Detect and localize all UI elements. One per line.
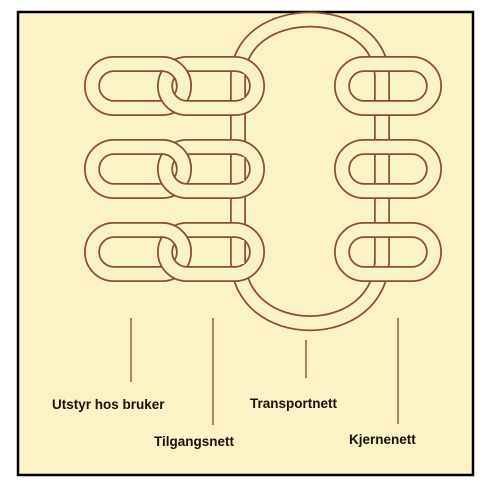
chain-links: [84, 11, 442, 332]
chain-link-access-2: [157, 139, 265, 199]
user-overlap-2: [161, 139, 192, 170]
chain-link-core-1: [334, 56, 442, 116]
label-core-network: Kjernenett: [349, 432, 416, 447]
user-overlap-3: [161, 222, 192, 253]
label-transport-network: Transportnett: [250, 396, 338, 411]
label-access-network: Tilgangsnett: [154, 434, 235, 449]
chain-link-access-3: [157, 222, 265, 282]
chain-link-core-3: [334, 222, 442, 282]
diagram-frame: [16, 10, 475, 477]
user-overlap-1: [161, 56, 192, 87]
leader-lines: [130, 318, 399, 425]
label-end-user-equipment: Utstyr hos bruker: [52, 397, 165, 412]
chain-link-access-1: [157, 56, 265, 116]
chain-link-core-2: [334, 139, 442, 199]
